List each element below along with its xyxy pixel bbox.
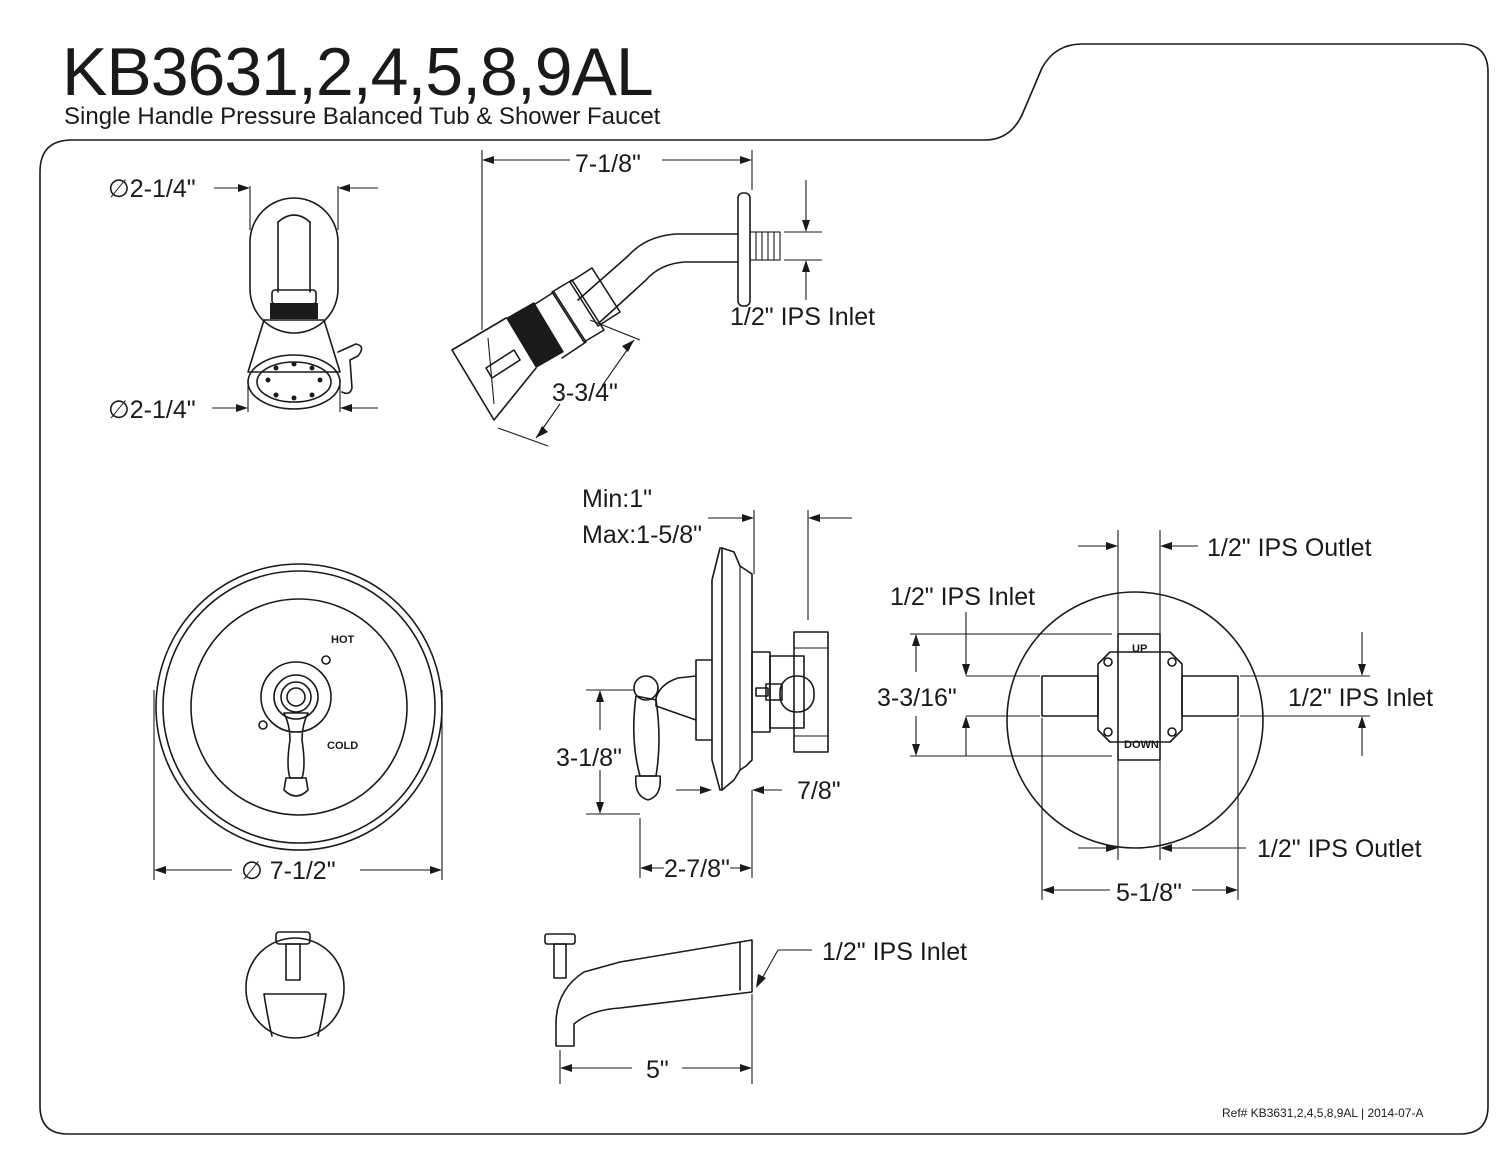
tub-spout-side-view <box>544 933 812 1084</box>
shower-head-length-label: 3-3/4" <box>552 379 618 407</box>
valve-depth-max-label: Max:1-5/8" <box>582 521 702 549</box>
valve-handle-height-label: 3-1/8" <box>556 744 622 772</box>
sheet-border <box>39 43 1489 1135</box>
page-title: KB3631,2,4,5,8,9AL <box>62 34 653 110</box>
valve-wall-cutout <box>1006 591 1264 849</box>
mounting-bracket <box>793 631 829 753</box>
valve-inlet-right-label: 1/2" IPS Inlet <box>1288 684 1433 712</box>
cold-label: COLD <box>327 740 358 752</box>
shower-flange <box>249 197 339 334</box>
shower-arm-side-view <box>451 150 822 447</box>
trim-plate-front-view: HOT COLD <box>153 563 443 880</box>
tub-spout-front-view <box>245 931 345 1039</box>
shower-arm-length-label: 7-1/8" <box>575 150 641 178</box>
valve-cartridge-body <box>1117 633 1161 761</box>
valve-handle-projection-label: 2-7/8" <box>664 855 730 883</box>
trim-plate-diameter-label: ∅ 7-1/2" <box>241 857 336 885</box>
shower-flange-diameter-label: ∅2-1/4" <box>108 175 196 203</box>
spout-side-body <box>555 939 753 1047</box>
valve-depth-min-label: Min:1" <box>582 485 652 513</box>
down-label: DOWN <box>1124 739 1159 751</box>
valve-inlet-right <box>1181 675 1239 717</box>
knurl-band <box>270 303 318 319</box>
up-label: UP <box>1132 643 1147 655</box>
hot-label: HOT <box>331 634 355 646</box>
valve-body-view: UP DOWN <box>910 530 1370 900</box>
reference-number: Ref# KB3631,2,4,5,8,9AL | 2014-07-A <box>1222 1106 1423 1120</box>
shower-arm-inlet-label: 1/2" IPS Inlet <box>730 303 875 331</box>
shower-head-front-view <box>212 184 378 412</box>
spout-front-body <box>245 937 345 1039</box>
trim-plate-outer <box>155 563 443 851</box>
valve-width-label: 5-1/8" <box>1116 879 1182 907</box>
escutcheon-side <box>711 547 723 791</box>
valve-inlet-left <box>1041 675 1099 717</box>
valve-wall-depth-label: 7/8" <box>797 777 841 805</box>
valve-height-label: 3-3/16" <box>877 684 957 712</box>
valve-inlet-left-label: 1/2" IPS Inlet <box>890 583 1035 611</box>
trim-handle-lever <box>283 712 309 779</box>
arm-flange <box>737 192 751 307</box>
valve-side-view <box>586 510 852 878</box>
spout-inlet-label: 1/2" IPS Inlet <box>822 938 967 966</box>
spout-length-label: 5" <box>646 1056 669 1084</box>
valve-outlet-top-label: 1/2" IPS Outlet <box>1207 534 1372 562</box>
valve-outlet-bottom-label: 1/2" IPS Outlet <box>1257 835 1422 863</box>
shower-head-diameter-label: ∅2-1/4" <box>108 396 196 424</box>
valve-handle-lever <box>632 695 660 777</box>
arm-knurl-band <box>506 302 564 368</box>
page-subtitle: Single Handle Pressure Balanced Tub & Sh… <box>64 103 661 130</box>
